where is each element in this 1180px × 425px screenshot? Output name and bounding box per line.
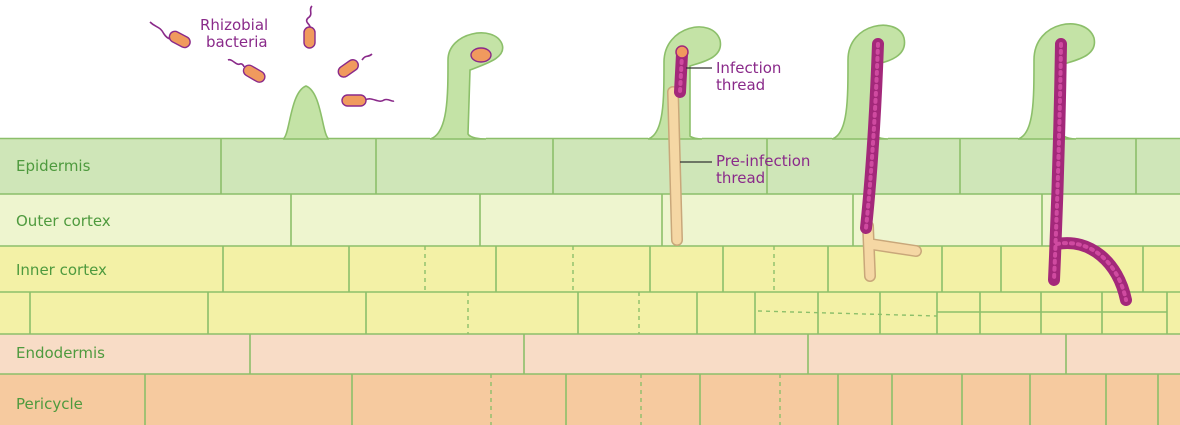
layer-label-epidermis: Epidermis [16,157,91,175]
root-hair-4 [832,25,905,139]
layer-label-inner-cortex: Inner cortex [16,261,107,279]
endodermis-layer [0,334,1180,374]
infection-thread-label-line1: Infection [716,59,781,77]
bacterium [336,54,372,79]
tissue-layers [0,138,1180,425]
layer-label-pericycle: Pericycle [16,395,83,413]
layer-label-outer-cortex: Outer cortex [16,212,111,230]
attached-bacterium [471,48,491,62]
pericycle-layer [0,374,1180,425]
root-hair-2 [430,33,503,139]
bacterium [150,22,192,49]
pre-infection-thread-label-line2: thread [716,169,765,187]
bacteria-label-line2: bacteria [206,33,268,51]
pre-infection-thread-label-line1: Pre-infection [716,152,810,170]
root-hair-bump [283,86,329,139]
inner-cortex-layer-2 [0,292,1180,334]
infection-thread-label-line2: thread [716,76,765,94]
root-hairs [283,24,1094,139]
layer-label-endodermis: Endodermis [16,344,105,362]
bacterium [342,95,394,106]
epidermis-layer [0,138,1180,194]
outer-cortex-layer [0,194,1180,246]
bacteria-label-line1: Rhizobial [200,16,268,34]
bacterium [304,6,315,48]
bacterium [228,60,267,85]
inner-cortex-layer [0,246,1180,292]
